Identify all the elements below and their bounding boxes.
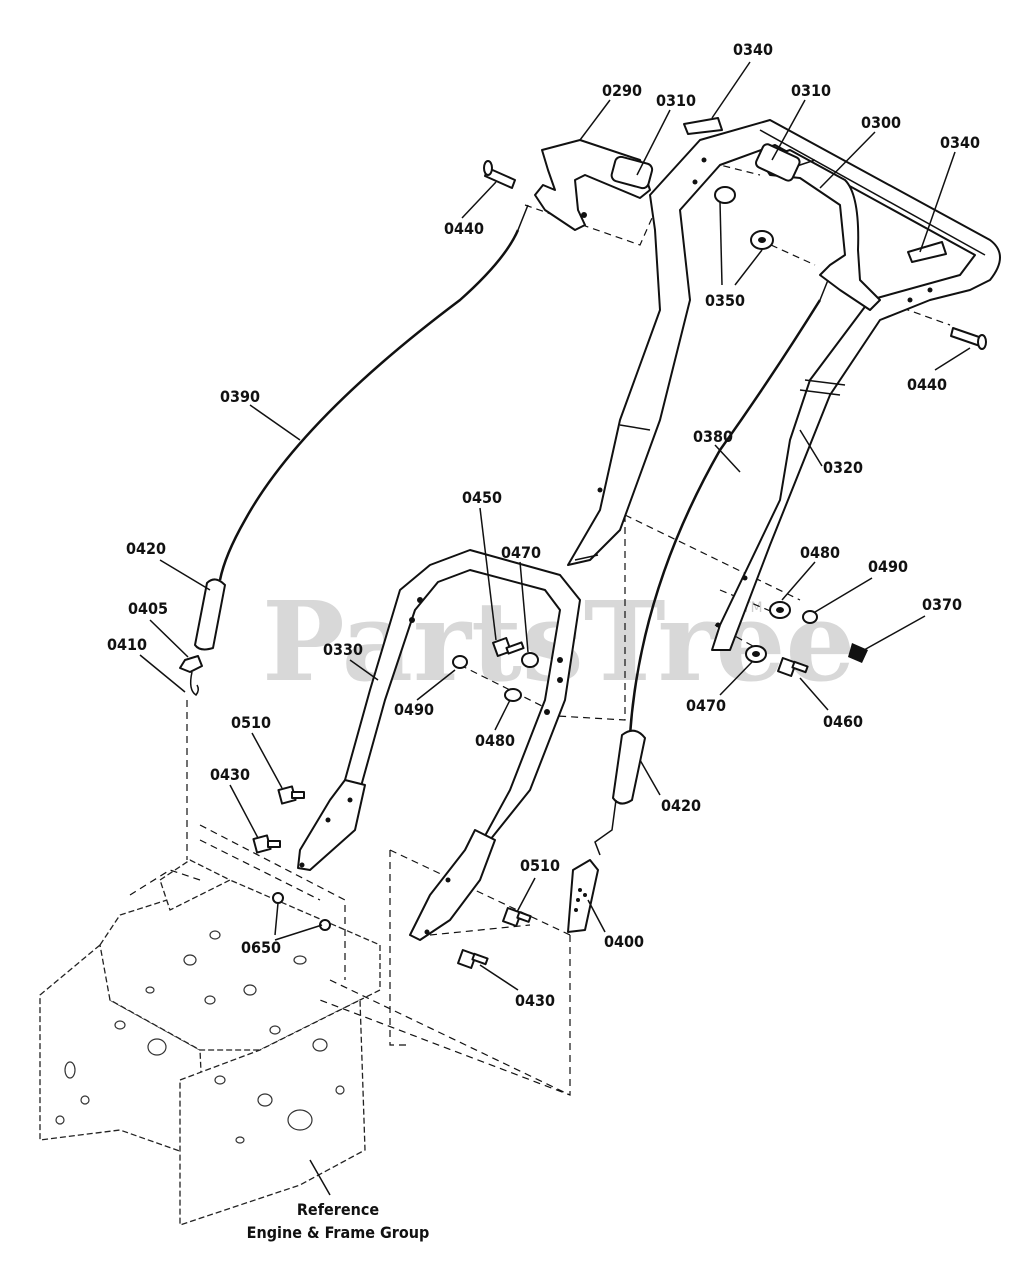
callout-0410: 0410 bbox=[107, 635, 147, 654]
callout-0490-right: 0490 bbox=[868, 557, 908, 576]
callout-labels: 0340 0290 0310 0310 0300 0340 0440 0350 … bbox=[107, 40, 980, 1010]
callout-0440-right: 0440 bbox=[907, 375, 947, 394]
cable-bracket-0400 bbox=[567, 859, 599, 933]
leader-lines bbox=[139, 61, 971, 1196]
lower-handle-0330 bbox=[297, 549, 581, 941]
cables bbox=[218, 204, 829, 736]
bushings-0350 bbox=[714, 186, 774, 250]
callout-0340-top: 0340 bbox=[733, 40, 773, 59]
callout-0350: 0350 bbox=[705, 291, 745, 310]
reference-note-line1: Reference bbox=[297, 1200, 380, 1219]
decal-0340-left bbox=[683, 117, 723, 135]
bail-0290 bbox=[534, 139, 654, 231]
cable-grip-0420-left bbox=[179, 578, 226, 696]
callout-0320: 0320 bbox=[823, 458, 863, 477]
callout-0340-right: 0340 bbox=[940, 133, 980, 152]
callout-0370: 0370 bbox=[922, 595, 962, 614]
callout-0510-left: 0510 bbox=[231, 713, 271, 732]
callout-0430-right: 0430 bbox=[515, 991, 555, 1010]
callout-0380: 0380 bbox=[693, 427, 733, 446]
callout-0480-right: 0480 bbox=[800, 543, 840, 562]
callout-0290: 0290 bbox=[602, 81, 642, 100]
pins-0440 bbox=[483, 160, 987, 350]
callout-0470-right: 0470 bbox=[686, 696, 726, 715]
reference-note-line2: Engine & Frame Group bbox=[247, 1223, 430, 1242]
callout-0650: 0650 bbox=[241, 938, 281, 957]
callout-0420-right: 0420 bbox=[661, 796, 701, 815]
callout-0330: 0330 bbox=[323, 640, 363, 659]
engine-frame-reference bbox=[39, 859, 381, 1226]
callout-0400: 0400 bbox=[604, 932, 644, 951]
cable-grip-0420-right bbox=[594, 729, 646, 856]
callout-0510-right: 0510 bbox=[520, 856, 560, 875]
callout-0300: 0300 bbox=[861, 113, 901, 132]
callout-0405: 0405 bbox=[128, 599, 168, 618]
callout-0420-left: 0420 bbox=[126, 539, 166, 558]
callout-0460: 0460 bbox=[823, 712, 863, 731]
callout-0490-center: 0490 bbox=[394, 700, 434, 719]
hardware bbox=[252, 601, 868, 969]
upper-handle-0320 bbox=[567, 119, 1001, 651]
callout-0390: 0390 bbox=[220, 387, 260, 406]
callout-0480-center: 0480 bbox=[475, 731, 515, 750]
callout-0430-left: 0430 bbox=[210, 765, 250, 784]
callout-0440-left: 0440 bbox=[444, 219, 484, 238]
callout-0310-right: 0310 bbox=[791, 81, 831, 100]
decal-0340-right bbox=[907, 241, 947, 263]
control-bail-0300 bbox=[755, 143, 881, 311]
callout-0310-left: 0310 bbox=[656, 91, 696, 110]
callout-0450: 0450 bbox=[462, 488, 502, 507]
callout-0470-center: 0470 bbox=[501, 543, 541, 562]
